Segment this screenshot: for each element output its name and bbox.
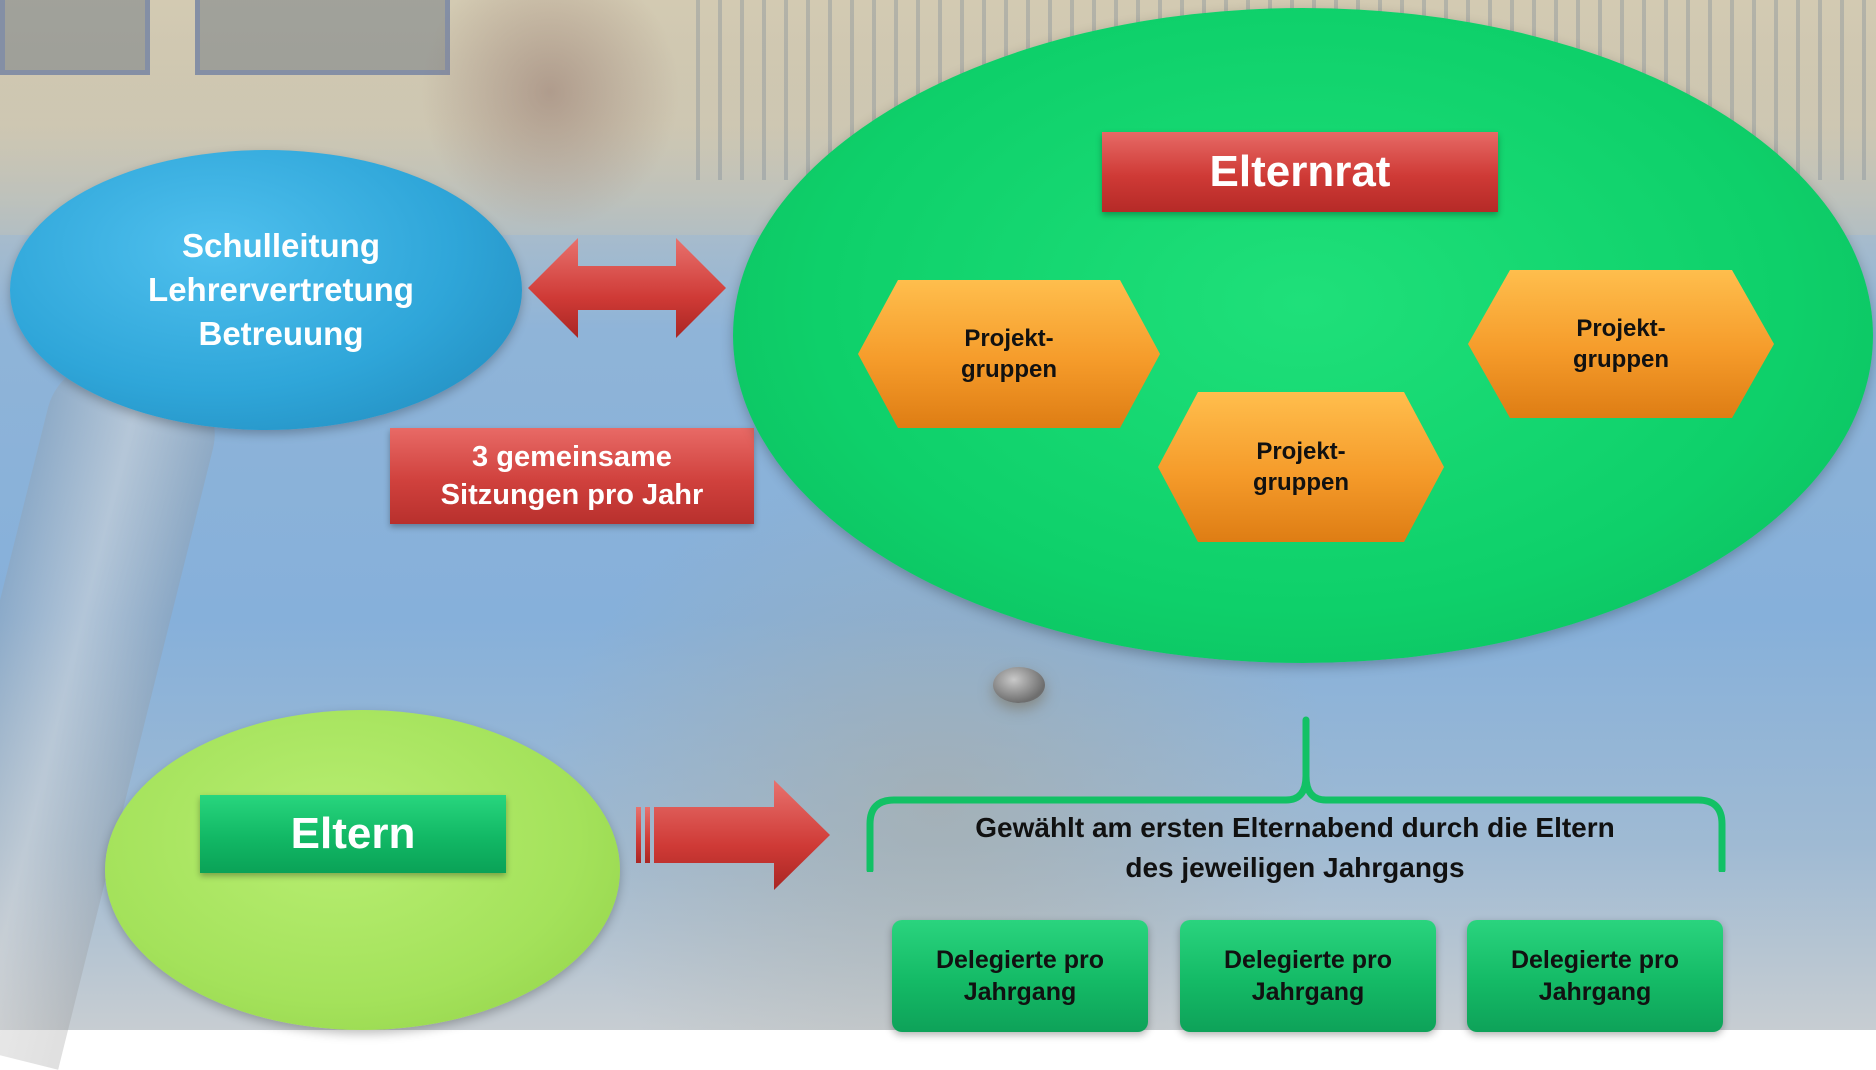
meetings-line-1: 3 gemeinsame xyxy=(472,441,672,473)
caption-line-2: des jeweiligen Jahrgangs xyxy=(1125,852,1465,883)
delegates-3-line-2: Jahrgang xyxy=(1538,978,1652,1006)
school-line-2: Lehrervertretung xyxy=(148,271,414,308)
delegates-2-line-1: Delegierte pro xyxy=(1223,946,1393,974)
school-line-3: Betreuung xyxy=(198,315,364,352)
background-tree xyxy=(420,0,680,230)
background-window xyxy=(0,0,150,75)
delegates-3-line-1: Delegierte pro xyxy=(1510,946,1680,974)
school-leadership-label: Schulleitung Lehrervertretung Betreuung xyxy=(148,224,414,356)
caption-line-1: Gewählt am ersten Elternabend durch die … xyxy=(975,812,1615,843)
delegates-box-3: Delegierte pro Jahrgang xyxy=(1467,920,1723,1032)
delegates-1-line-1: Delegierte pro xyxy=(935,946,1105,974)
delegates-2-line-2: Jahrgang xyxy=(1251,978,1365,1006)
project-group-2-line-1: Projekt- xyxy=(1256,438,1346,465)
project-group-1-line-2: gruppen xyxy=(961,356,1057,383)
school-line-1: Schulleitung xyxy=(182,227,380,264)
project-group-3-line-2: gruppen xyxy=(1573,346,1669,373)
eltern-title-box: Eltern xyxy=(200,795,506,873)
curly-brace-icon xyxy=(866,716,1726,872)
delegates-box-1: Delegierte pro Jahrgang xyxy=(892,920,1148,1032)
right-arrow-icon xyxy=(636,780,830,890)
background-window xyxy=(195,0,450,75)
double-arrow-icon xyxy=(528,238,726,338)
school-leadership-ellipse: Schulleitung Lehrervertretung Betreuung xyxy=(10,150,522,430)
election-caption: Gewählt am ersten Elternabend durch die … xyxy=(880,808,1710,888)
joint-meetings-box: 3 gemeinsame Sitzungen pro Jahr xyxy=(390,428,754,524)
delegates-box-2: Delegierte pro Jahrgang xyxy=(1180,920,1436,1032)
elternrat-title-box: Elternrat xyxy=(1102,132,1498,212)
project-group-2-line-2: gruppen xyxy=(1253,469,1349,496)
project-group-hexagon-1: Projekt- gruppen xyxy=(858,280,1160,428)
project-group-1-line-1: Projekt- xyxy=(964,325,1054,352)
meetings-line-2: Sitzungen pro Jahr xyxy=(440,479,704,511)
project-group-hexagon-2: Projekt- gruppen xyxy=(1158,392,1444,542)
delegates-1-line-2: Jahrgang xyxy=(963,978,1077,1006)
project-group-3-line-1: Projekt- xyxy=(1576,315,1666,342)
project-group-hexagon-3: Projekt- gruppen xyxy=(1468,270,1774,418)
background-bolt xyxy=(993,667,1045,703)
